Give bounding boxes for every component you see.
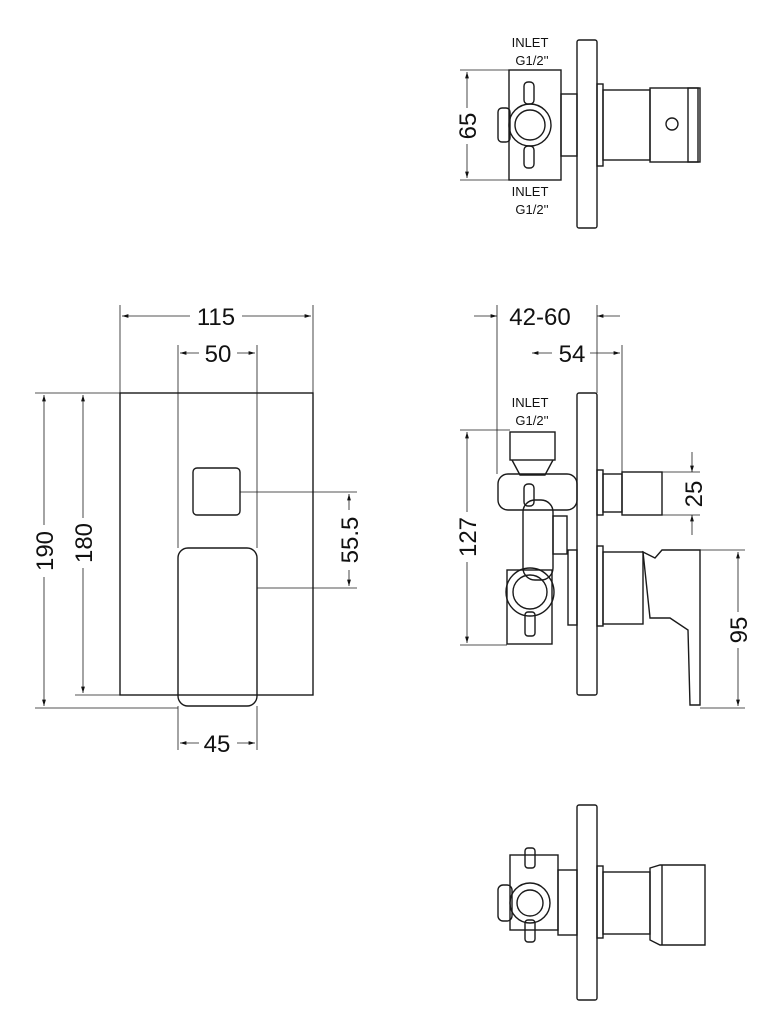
dim-115: 115	[197, 304, 235, 331]
dim-55-5: 55.5	[337, 517, 364, 564]
dim-45: 45	[204, 731, 231, 758]
inlet-label-top: INLET	[512, 35, 549, 50]
dim-54: 54	[559, 341, 586, 368]
front-view: 115 50 190 180 55.5 45	[32, 302, 364, 758]
thread-label-top-lower: G1/2''	[515, 202, 548, 217]
bottom-view	[497, 804, 706, 1001]
dim-42-60: 42-60	[509, 304, 570, 331]
inlet-label-top-lower: INLET	[512, 184, 549, 199]
dim-95: 95	[726, 617, 753, 644]
dim-127: 127	[455, 517, 482, 557]
dim-25: 25	[681, 481, 708, 508]
dim-190: 190	[32, 531, 59, 571]
dim-180: 180	[71, 523, 98, 563]
side-view: INLET G1/2'' 42-60 54	[455, 302, 753, 709]
dim-65: 65	[455, 113, 482, 140]
inlet-label-side: INLET	[512, 395, 549, 410]
top-view: INLET G1/2'' 65 INLET G1/2''	[455, 35, 701, 229]
thread-label-top: G1/2''	[515, 53, 548, 68]
dim-50: 50	[205, 341, 232, 368]
thread-label-side: G1/2''	[515, 413, 548, 428]
